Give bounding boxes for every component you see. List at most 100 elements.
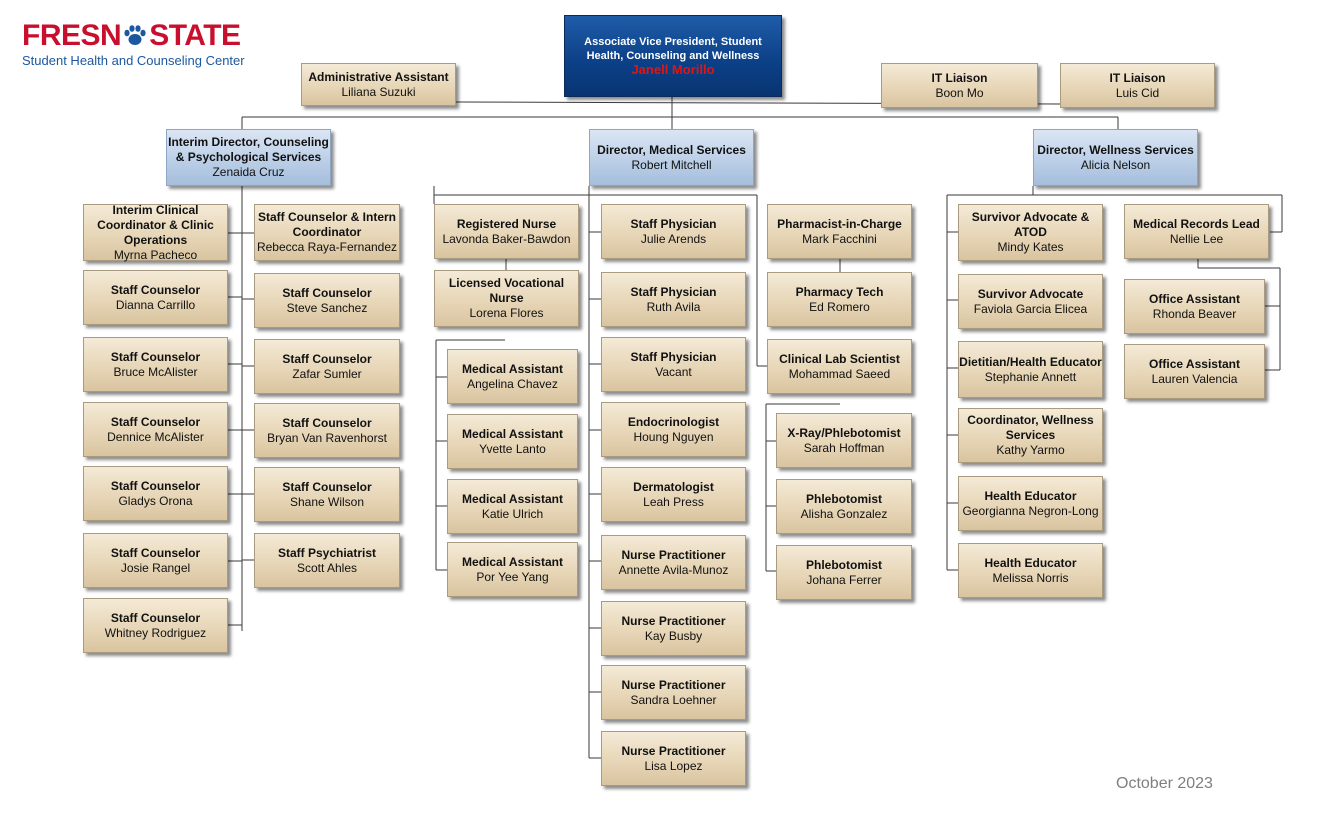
person-name: Kay Busby — [644, 628, 703, 643]
position-title: Phlebotomist — [805, 557, 882, 572]
person-name: Lauren Valencia — [1151, 371, 1238, 386]
person-name: Steve Sanchez — [286, 300, 368, 315]
position-title: Staff Psychiatrist — [277, 545, 377, 560]
person-name: Shane Wilson — [289, 494, 365, 509]
position-title: Medical Assistant — [462, 491, 563, 506]
person-name: Bruce McAlister — [113, 364, 198, 379]
person-name: Faviola Garcia Elicea — [973, 301, 1088, 316]
position-title: Dermatologist — [633, 479, 714, 494]
person-name: Katie Ulrich — [481, 506, 544, 521]
position-title: Associate Vice President, Student Health… — [584, 36, 762, 62]
position-title: Medical Assistant — [462, 554, 563, 569]
person-name: Angelina Chavez — [467, 376, 558, 391]
logo-word-right: STATE — [149, 19, 241, 52]
person-name: Sarah Hoffman — [803, 440, 885, 455]
person-name: Rhonda Beaver — [1152, 306, 1237, 321]
person-name: Myrna Pacheco — [113, 247, 198, 262]
person-name: Gladys Orona — [118, 493, 193, 508]
position-title: Nurse Practitioner — [621, 743, 726, 758]
position-title: Endocrinologist — [627, 414, 720, 429]
position-title: Interim Director, Counseling & Psycholog… — [168, 135, 329, 164]
person-name: Ruth Avila — [646, 299, 701, 314]
position-title: Staff Counselor — [282, 479, 372, 494]
person-name: Georgianna Negron-Long — [962, 503, 1099, 518]
position-title: Nurse Practitioner — [621, 547, 726, 562]
position-title: Staff Counselor — [282, 415, 372, 430]
position-box-avp: Associate Vice President, Student Health… — [564, 15, 782, 97]
person-name: Johana Ferrer — [806, 572, 882, 587]
person-name: Julie Arends — [640, 231, 707, 246]
position-title: Health Educator — [984, 555, 1077, 570]
position-title: Director, Wellness Services — [1037, 142, 1194, 157]
person-name: Boon Mo — [935, 85, 984, 100]
position-title: Staff Counselor — [110, 349, 201, 364]
person-name: Zafar Sumler — [292, 366, 362, 381]
logo-subtitle: Student Health and Counseling Center — [22, 53, 245, 68]
position-title: Clinical Lab Scientist — [779, 351, 900, 366]
person-name: Mark Facchini — [802, 231, 877, 246]
person-name: Alicia Nelson — [1080, 157, 1151, 172]
person-name: Houng Nguyen — [633, 429, 714, 444]
position-title: Staff Counselor — [110, 414, 201, 429]
person-name: Mohammad Saeed — [788, 366, 891, 381]
person-name: Leah Press — [643, 494, 704, 509]
person-name: Lisa Lopez — [644, 758, 703, 773]
person-name: Vacant — [655, 364, 692, 379]
position-title: IT Liaison — [931, 70, 988, 85]
person-name: Ed Romero — [809, 299, 870, 314]
person-name: Sandra Loehner — [630, 692, 717, 707]
position-title: Staff Counselor — [110, 610, 201, 625]
person-name: Janell Morillo — [631, 62, 715, 77]
position-title: Staff Physician — [630, 284, 717, 299]
person-name: Luis Cid — [1115, 85, 1160, 100]
person-name: Dennice McAlister — [107, 429, 204, 444]
position-title: Director, Medical Services — [597, 142, 746, 157]
position-title: Staff Physician — [630, 349, 717, 364]
person-name: Rebecca Raya-Fernandez — [256, 240, 398, 254]
person-name: Robert Mitchell — [631, 157, 712, 172]
logo-word-left: FRESN — [22, 19, 122, 52]
position-title: Staff Counselor — [110, 545, 201, 560]
position-title: Staff Counselor — [282, 351, 372, 366]
position-title: Coordinator, Wellness Services — [967, 413, 1094, 442]
position-title: Staff Counselor & Intern Coordinator — [257, 210, 396, 239]
position-title: Medical Records Lead — [1133, 216, 1260, 231]
position-title: Survivor Advocate — [977, 286, 1084, 301]
position-title: X-Ray/Phlebotomist — [787, 425, 901, 440]
position-title: IT Liaison — [1109, 70, 1166, 85]
person-name: Scott Ahles — [296, 560, 358, 575]
position-title: Health Educator — [984, 488, 1077, 503]
person-name: Dianna Carrillo — [115, 297, 196, 312]
position-title: Dietitian/Health Educator — [959, 354, 1102, 369]
position-title: Pharmacy Tech — [795, 284, 884, 299]
paw-icon — [124, 25, 146, 45]
